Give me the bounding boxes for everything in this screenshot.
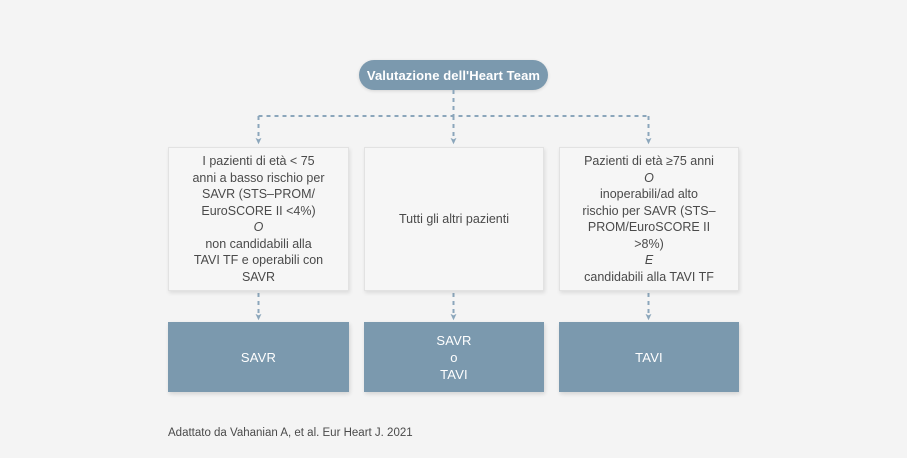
criteria-box-all-other-patients: Tutti gli altri pazienti bbox=[364, 147, 544, 291]
criteria-line: SAVR (STS–PROM/ bbox=[202, 187, 315, 201]
criteria-line: rischio per SAVR (STS– bbox=[582, 203, 716, 218]
criteria-conjunction: E bbox=[644, 253, 654, 267]
outcome-line: SAVR bbox=[240, 349, 277, 365]
criteria-line: anni a basso rischio per bbox=[192, 170, 325, 185]
outcome-line: TAVI bbox=[440, 366, 468, 382]
criteria-box-high-risk-tavi: Pazienti di età ≥75 anni O inoperabili/a… bbox=[559, 147, 739, 291]
outcome-box-tavi: TAVI bbox=[559, 322, 739, 392]
criteria-line: TAVI TF e operabili con bbox=[193, 253, 324, 267]
outcome-line: SAVR bbox=[436, 332, 472, 348]
criteria-box-low-risk-savr: I pazienti di età < 75 anni a basso risc… bbox=[168, 147, 349, 291]
criteria-conjunction: O bbox=[644, 170, 654, 185]
criteria-line: PROM/EuroSCORE II bbox=[587, 220, 711, 234]
criteria-line: SAVR bbox=[241, 269, 276, 284]
criteria-line: Pazienti di età ≥75 anni bbox=[584, 154, 714, 168]
heart-team-evaluation-pill: Valutazione dell'Heart Team bbox=[359, 60, 548, 90]
criteria-line: inoperabili/ad alto bbox=[600, 187, 698, 201]
outcome-box-savr-or-tavi: SAVR o TAVI bbox=[364, 322, 544, 392]
criteria-line: non candidabili alla bbox=[205, 236, 312, 251]
criteria-line: EuroSCORE II <4%) bbox=[201, 203, 316, 218]
outcome-line: TAVI bbox=[635, 349, 663, 365]
source-caption: Adattato da Vahanian A, et al. Eur Heart… bbox=[168, 427, 413, 439]
criteria-line: candidabili alla TAVI TF bbox=[584, 269, 714, 284]
outcome-box-savr: SAVR bbox=[168, 322, 349, 392]
criteria-conjunction: O bbox=[253, 220, 264, 234]
outcome-line: o bbox=[450, 349, 458, 365]
criteria-line: >8%) bbox=[634, 236, 664, 251]
criteria-line: I pazienti di età < 75 bbox=[202, 154, 315, 168]
criteria-line: Tutti gli altri pazienti bbox=[399, 211, 509, 226]
